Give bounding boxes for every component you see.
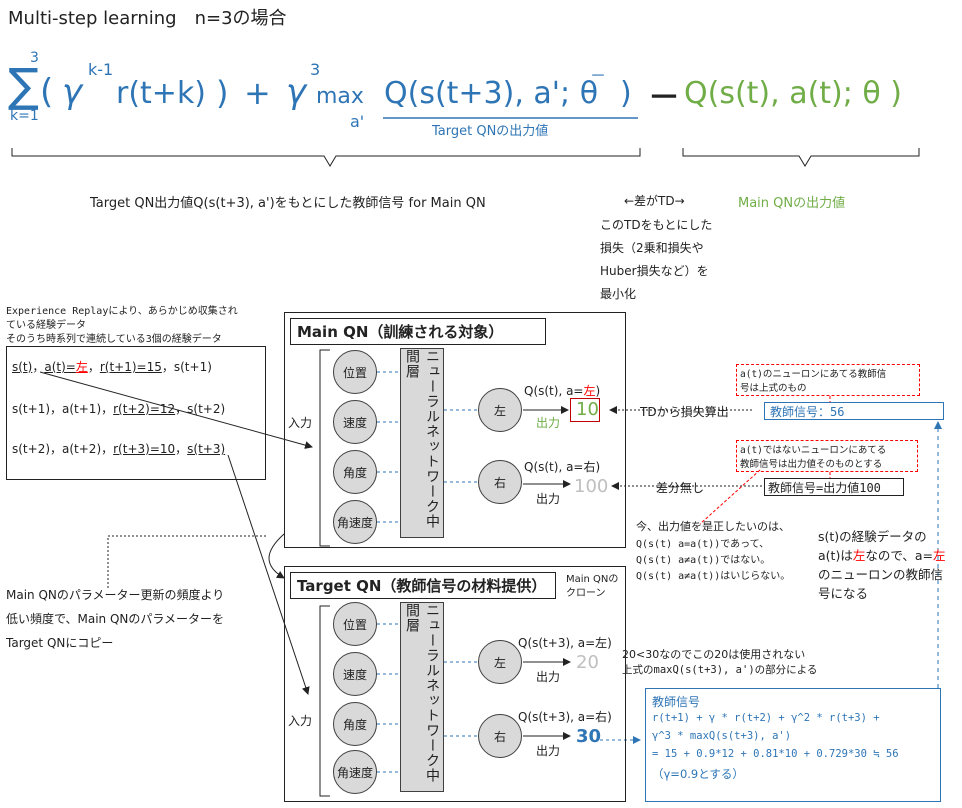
sigma-symbol: ∑ <box>8 58 39 112</box>
main-value-left: 10 <box>576 399 599 420</box>
main-output-word-right: 出力 <box>536 492 561 506</box>
target-value-left: 20 <box>576 652 599 673</box>
target-q-term: Q(s(t+3), a'; θ <box>384 76 599 111</box>
target-input-angular-velocity: 角速度 <box>333 750 377 794</box>
sum-lower: k=1 <box>10 108 39 124</box>
main-output-word-left: 出力 <box>536 416 561 430</box>
main-q-right-label: Q(s(t), a=右) <box>524 460 601 474</box>
target-q-close: ) <box>620 76 632 111</box>
clone-label-1: Main QNの <box>566 574 619 585</box>
red-note-1-line1: a(t)のニューロンにあてる教師信 <box>740 369 887 380</box>
target-qn-panel <box>284 566 626 802</box>
teacher-signal-1: 教師信号：56 <box>770 405 845 419</box>
red-note-1-line2: 号は上式のもの <box>740 383 807 394</box>
teacher-signal-2: 教師信号=出力値100 <box>768 481 881 495</box>
target-hidden-layer: ニューラルネットワーク中間層 <box>400 602 444 792</box>
main-output-right-node: 右 <box>478 460 522 504</box>
red-note-2-line1: a(t)ではないニューロンにあてる <box>740 445 887 456</box>
target-input-position: 位置 <box>333 602 377 646</box>
td-loss-label: TDから損失算出 <box>640 405 729 419</box>
max-subscript: a' <box>350 112 365 131</box>
no-diff-label: 差分無し <box>656 481 705 495</box>
main-value-left-box <box>570 398 600 422</box>
main-input-label: 入力 <box>288 416 313 430</box>
sum-upper: 3 <box>30 50 39 66</box>
max-operator: max <box>316 84 364 109</box>
experience-row-1: s(t)，a(t)=左，r(t+1)=15，s(t+1) <box>12 360 212 374</box>
red-note-1-box <box>736 364 920 396</box>
page-title: Multi-step learning n=3の場合 <box>8 8 287 29</box>
gamma-2: γ <box>286 72 307 112</box>
plus-sign: + <box>244 74 271 112</box>
main-output-caption: Main QNの出力値 <box>738 196 846 211</box>
main-input-angle: 角度 <box>333 450 377 494</box>
main-hidden-layer: ニューラルネットワーク中間層 <box>400 348 444 538</box>
close-paren: ) <box>216 74 229 112</box>
open-paren: ( <box>40 72 54 112</box>
main-value-right: 100 <box>574 476 609 497</box>
target-q-left-label: Q(s(t+3), a=左) <box>518 636 612 650</box>
main-q-term: Q(s(t), a(t); θ ) <box>684 76 902 111</box>
td-arrow-label: ←差がTD→ <box>624 194 685 208</box>
theta-bar: － <box>590 66 607 85</box>
teacher-signal-box-2 <box>764 478 904 496</box>
main-input-position: 位置 <box>333 350 377 394</box>
red-note-2-box <box>736 440 918 472</box>
main-output-left-node: 左 <box>478 388 522 432</box>
target-qn-output-label: Target QNの出力値 <box>432 124 549 139</box>
target-value-right: 30 <box>576 726 602 747</box>
main-qn-title: Main QN（訓練される対象） <box>290 318 546 345</box>
target-output-word-right: 出力 <box>536 744 561 758</box>
clone-label-2: クローン <box>566 588 606 599</box>
target-output-right-node: 右 <box>478 714 522 758</box>
reward-term: r(t+k) <box>116 76 207 111</box>
experience-row-3: s(t+2)，a(t+2)，r(t+3)=10，s(t+3) <box>12 442 226 456</box>
exponent-2: 3 <box>310 60 321 79</box>
main-input-angular-velocity: 角速度 <box>333 500 377 544</box>
target-input-velocity: 速度 <box>333 652 377 696</box>
teacher-signal-box-1 <box>764 402 944 420</box>
target-qn-title: Target QN（教師信号の材料提供） <box>290 572 556 599</box>
main-input-velocity: 速度 <box>333 400 377 444</box>
target-input-angle: 角度 <box>333 702 377 746</box>
experience-row-2: s(t+1)，a(t+1)，r(t+2)=12，s(t+2) <box>12 402 226 416</box>
red-note-2-line2: 教師信号は出力値そのものとする <box>740 459 883 470</box>
target-q-right-label: Q(s(t+3), a=右) <box>518 710 612 724</box>
teacher-calc-box <box>645 688 941 802</box>
main-qn-panel <box>284 312 626 548</box>
minus-sign: － <box>648 78 681 116</box>
target-input-label: 入力 <box>288 714 313 728</box>
gamma-1: γ <box>62 72 83 112</box>
exponent-1: k-1 <box>88 60 114 79</box>
target-output-word-left: 出力 <box>536 670 561 684</box>
teacher-signal-caption: Target QN出力値Q(s(t+3), a')をもとにした教師信号 for … <box>90 196 486 211</box>
main-q-left-label: Q(s(t), a=左) <box>524 384 601 398</box>
target-output-left-node: 左 <box>478 640 522 684</box>
experience-data-box <box>6 346 266 480</box>
